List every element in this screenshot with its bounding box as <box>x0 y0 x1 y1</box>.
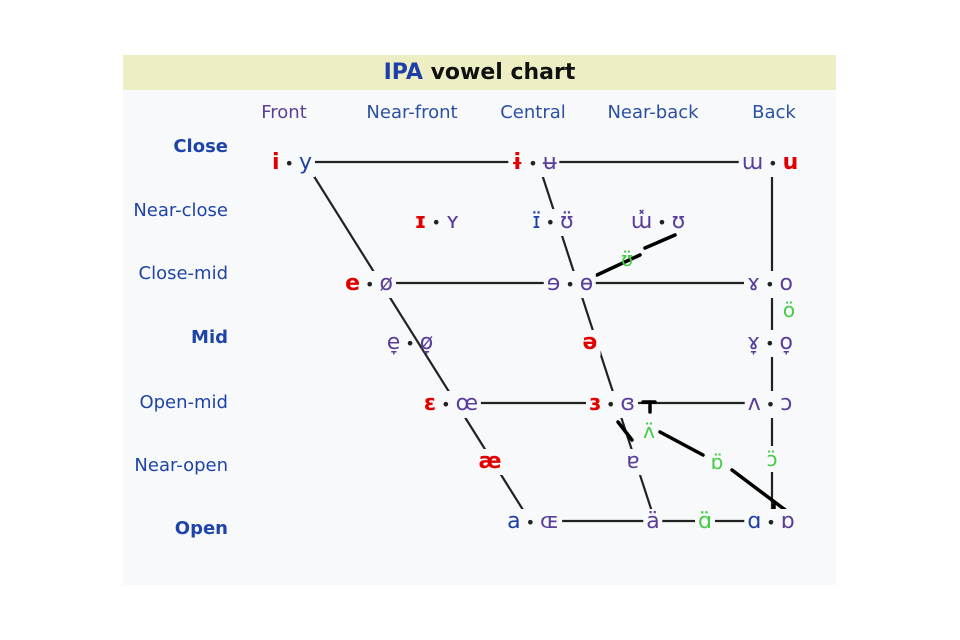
vowel-mid-central[interactable]: ə <box>579 330 601 356</box>
bold-stroke-6 <box>658 430 705 457</box>
vowel-nearclose-back-green[interactable]: ʊ̈ <box>620 247 634 271</box>
chart-panel <box>123 55 836 585</box>
vowel-pair-open-front[interactable]: a•ɶ <box>504 509 562 536</box>
vowel-nearopen-green-1[interactable]: ɒ̈ <box>707 449 727 475</box>
row-close: Close <box>173 136 228 157</box>
vowel-pair-close-front[interactable]: i•y <box>268 150 316 177</box>
vowel-pair-mid-back[interactable]: ɤ̞•o̞ <box>743 330 797 357</box>
vowel-openmid-green[interactable]: ʌ̈ <box>640 418 658 444</box>
row-close-mid: Close-mid <box>138 263 229 284</box>
vowel-open-central[interactable]: ä <box>643 509 663 535</box>
bold-stroke-7 <box>730 468 790 514</box>
vowel-pair-close-central[interactable]: ɨ•ʉ <box>508 150 560 177</box>
vowel-pair-closemid-back[interactable]: ɤ•o <box>743 271 797 298</box>
bold-stroke-3 <box>616 420 634 442</box>
vowel-pair-closemid-central[interactable]: ɘ•ɵ <box>543 271 597 298</box>
column-near-back: Near-back <box>607 102 699 123</box>
vowel-pair-open-back[interactable]: ɑ•ɒ <box>744 509 798 536</box>
vowel-nearopen-green-2[interactable]: ɔ̈ <box>763 446 781 472</box>
title-ipa: IPA <box>383 60 423 85</box>
row-open: Open <box>174 518 228 539</box>
vowel-pair-nearclose-central[interactable]: ɪ̈•ʊ̈ <box>529 209 577 236</box>
chart-title: IPA vowel chart <box>123 55 836 90</box>
vowel-pair-mid-front[interactable]: e̞•ø̞ <box>386 330 434 355</box>
vowel-pair-close-back[interactable]: ɯ•u <box>738 150 802 177</box>
vowel-pair-closemid-front[interactable]: e•ø <box>342 271 396 298</box>
vowel-nearopen-central[interactable]: ɐ <box>623 449 643 475</box>
bold-stroke-2 <box>643 233 677 250</box>
row-near-close: Near-close <box>133 200 228 221</box>
title-rest: vowel chart <box>430 60 576 85</box>
vowel-pair-nearclose-front[interactable]: ɪ•ʏ <box>414 209 460 234</box>
column-back: Back <box>752 102 796 123</box>
vowel-pair-openmid-front[interactable]: ɛ•œ <box>420 391 482 418</box>
vowel-pair-nearclose-back[interactable]: ɯ̽•ʊ <box>630 209 686 234</box>
column-front: Front <box>261 102 307 123</box>
row-open-mid: Open-mid <box>139 392 228 413</box>
vowel-open-green[interactable]: ɑ̈ <box>695 509 715 535</box>
vowel-closemid-back-green[interactable]: ö <box>779 297 799 323</box>
bold-stroke-1 <box>595 253 642 277</box>
column-central: Central <box>500 102 566 123</box>
vowel-nearopen-front[interactable]: æ <box>475 449 505 475</box>
column-near-front: Near-front <box>366 102 458 123</box>
vowel-pair-openmid-central[interactable]: ɜ•ɞ <box>585 391 639 418</box>
vowel-pair-openmid-back[interactable]: ʌ•ɔ <box>744 391 796 418</box>
row-near-open: Near-open <box>134 455 228 476</box>
row-mid: Mid <box>191 327 228 348</box>
